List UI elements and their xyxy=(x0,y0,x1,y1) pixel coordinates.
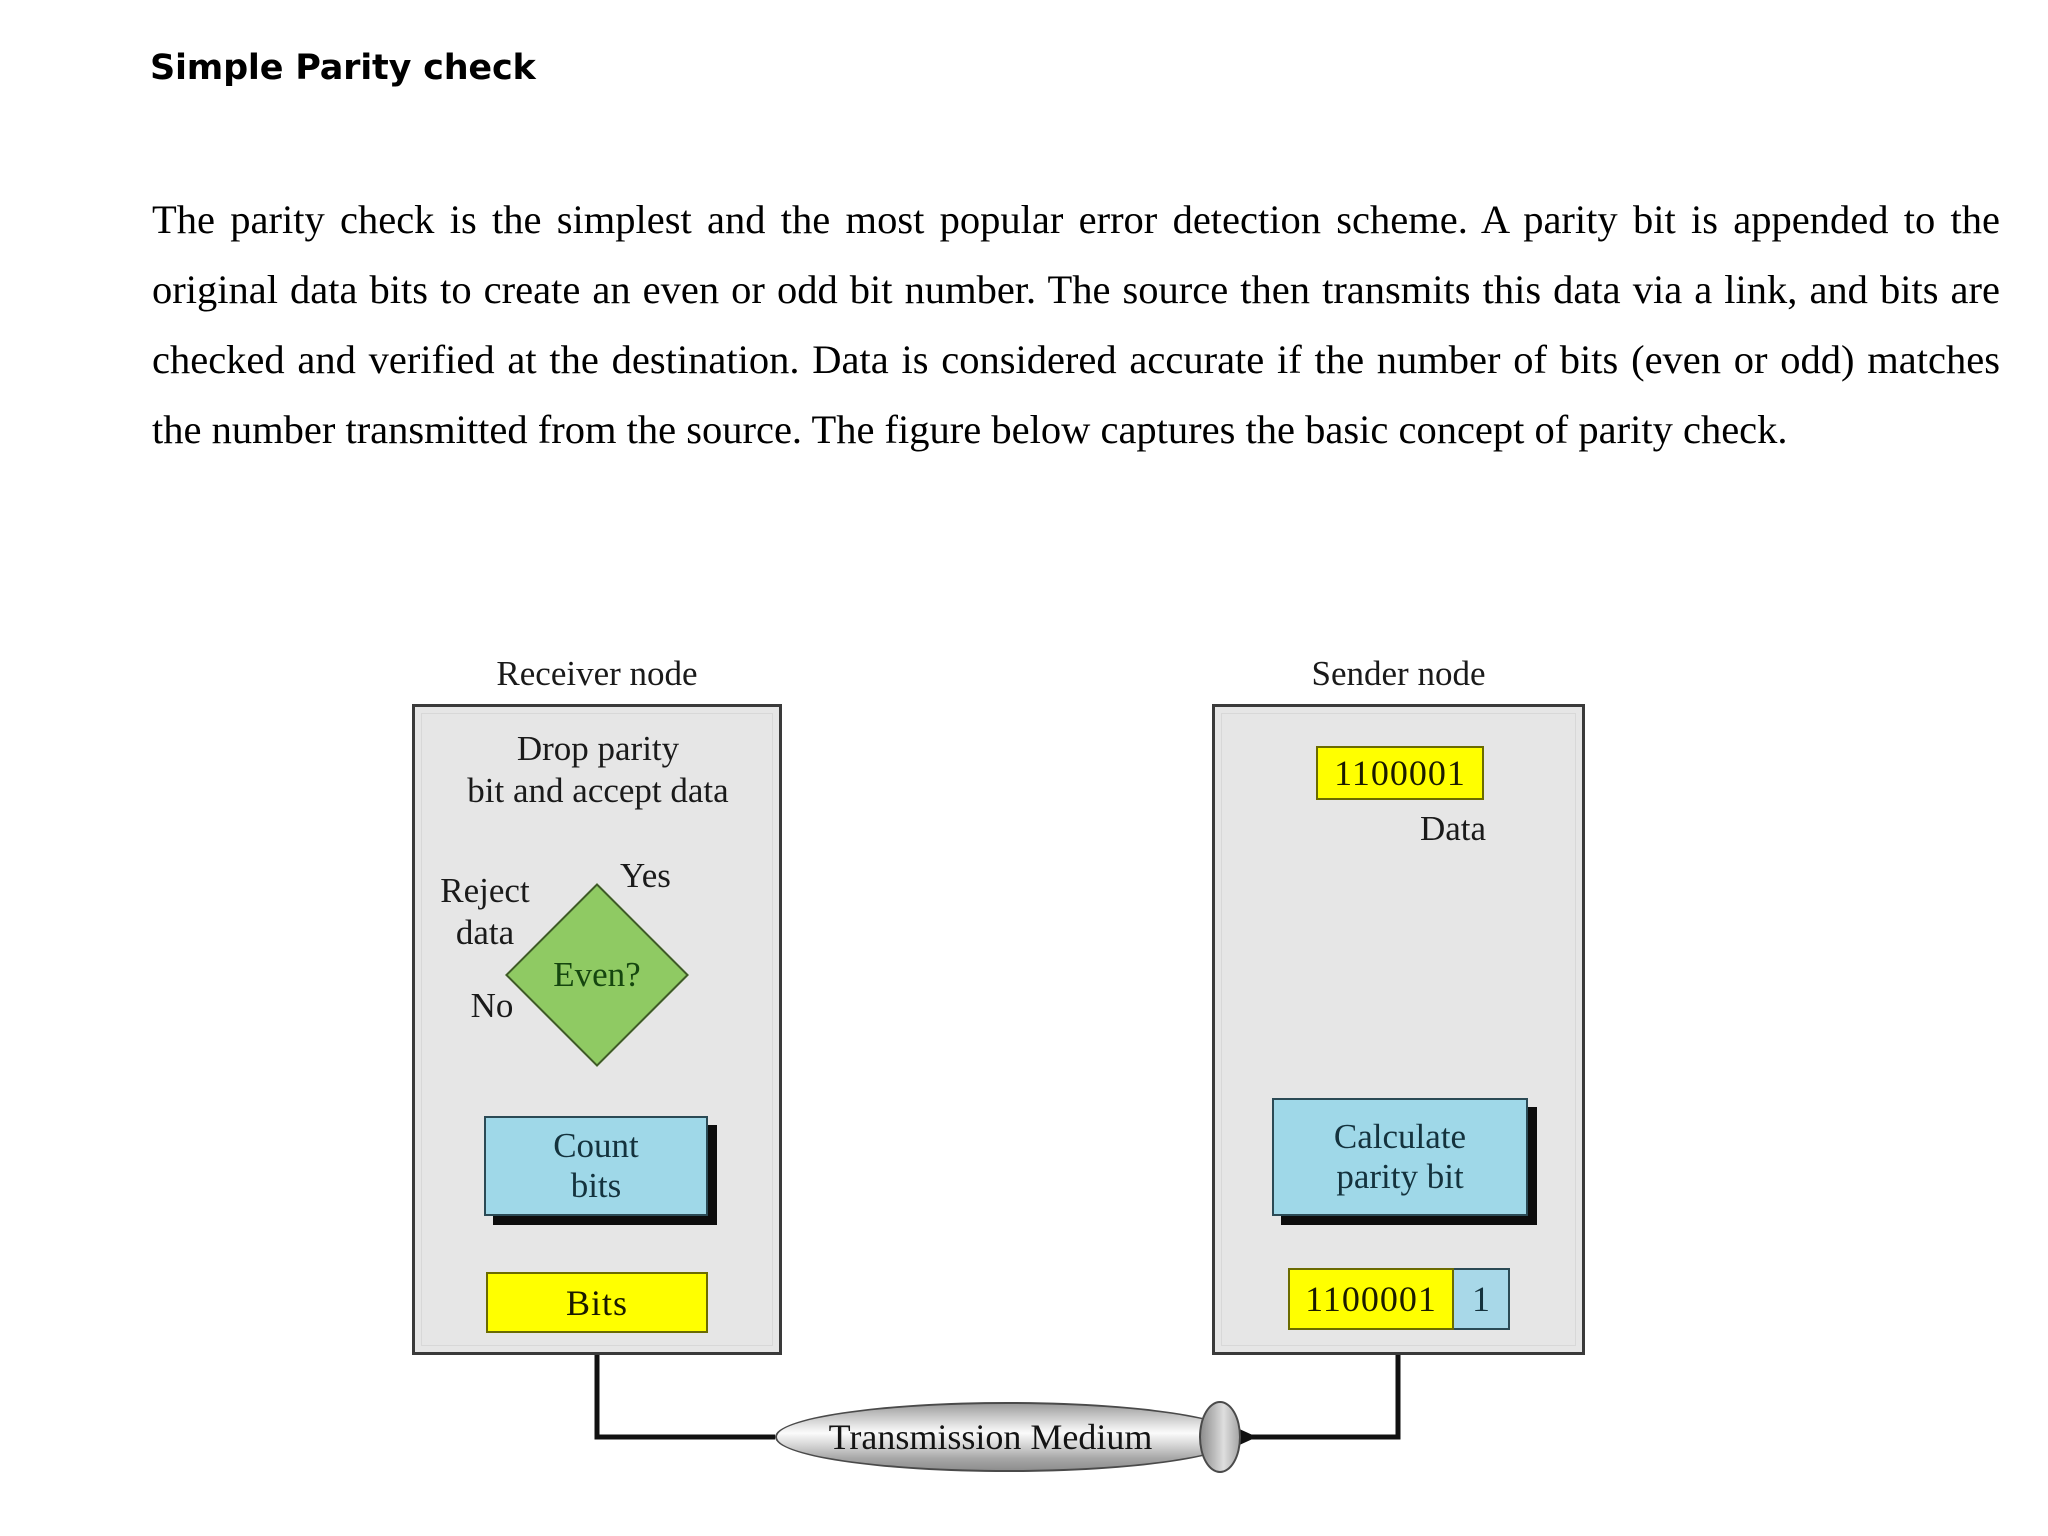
page-title: Simple Parity check xyxy=(150,48,536,88)
sender-node-caption: Sender node xyxy=(1311,654,1486,693)
receiver-yes-label: Yes xyxy=(620,856,671,895)
medium-end-cap-shape xyxy=(1199,1401,1241,1473)
sender-data-label: Data xyxy=(1420,809,1487,848)
body-paragraph: The parity check is the simplest and the… xyxy=(152,197,2000,452)
sender-node-panel xyxy=(1212,704,1585,1355)
receiver-bits-box[interactable]: Bits xyxy=(486,1272,708,1333)
receiver-node-caption: Receiver node xyxy=(496,654,698,693)
receiver-no-label: No xyxy=(470,986,514,1025)
transmission-medium-cylinder[interactable]: Transmission Medium xyxy=(775,1401,1241,1473)
receiver-reject-label: Reject data xyxy=(440,871,530,952)
sender-frame-parity-cell: 1 xyxy=(1454,1268,1510,1330)
sender-calculate-parity-box[interactable]: Calculate parity bit xyxy=(1272,1098,1528,1216)
receiver-decision-even[interactable]: Even? xyxy=(505,883,689,1067)
receiver-count-bits-box[interactable]: Count bits xyxy=(484,1116,708,1216)
transmission-medium-label: Transmission Medium xyxy=(828,1417,1153,1457)
sender-data-box[interactable]: 1100001 xyxy=(1316,746,1484,800)
medium-body-shape xyxy=(775,1402,1240,1472)
sender-frame-box[interactable]: 1100001 1 xyxy=(1288,1268,1510,1330)
decision-label: Even? xyxy=(553,955,641,994)
receiver-accept-label: Drop parity bit and accept data xyxy=(467,729,729,810)
sender-frame-data-cell: 1100001 xyxy=(1288,1268,1454,1330)
